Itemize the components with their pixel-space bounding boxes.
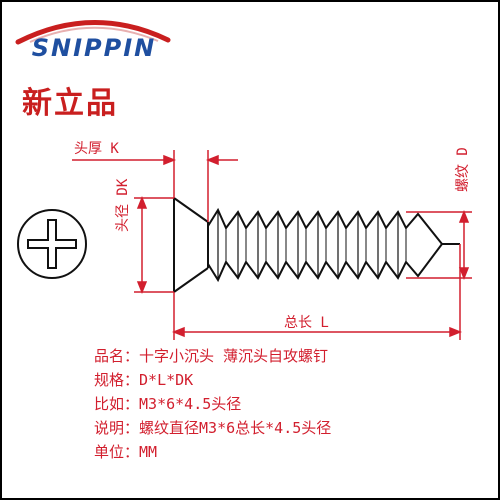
logo-swoosh-icon (15, 20, 171, 45)
spec-value: 十字小沉头 薄沉头自攻螺钉 (139, 347, 329, 365)
spec-label: 比如： (94, 395, 140, 413)
head-thickness-label: 头厚 K (74, 141, 119, 157)
head-diameter-label: 头径 DK (115, 178, 131, 232)
spec-row-example: 比如：M3*6*4.5头径 (94, 392, 494, 416)
brand-name: SNIPPIN (31, 34, 157, 62)
screw-side-view (173, 197, 460, 293)
total-length-label: 总长 L (284, 315, 329, 331)
spec-value: 螺纹直径M3*6总长*4.5头径 (139, 419, 332, 437)
screw-technical-drawing (17, 150, 472, 340)
spec-value: MM (139, 443, 158, 461)
brand-chinese-name: 新立品 (22, 86, 118, 121)
spec-value: M3*6*4.5头径 (139, 395, 242, 413)
spec-label: 规格： (94, 371, 140, 389)
spec-row-product: 品名：十字小沉头 薄沉头自攻螺钉 (94, 344, 494, 368)
spec-label: 单位： (94, 443, 140, 461)
brand-logo: SNIPPIN 新立品 (8, 10, 178, 121)
spec-row-explanation: 说明：螺纹直径M3*6总长*4.5头径 (94, 416, 494, 440)
spec-row-unit: 单位：MM (94, 440, 494, 464)
spec-row-format: 规格：D*L*DK (94, 368, 494, 392)
dimension-lines (72, 150, 472, 340)
phillips-cross-icon (17, 209, 87, 279)
spec-label: 说明： (94, 419, 140, 437)
spec-list: 品名：十字小沉头 薄沉头自攻螺钉 规格：D*L*DK 比如：M3*6*4.5头径… (94, 344, 494, 464)
thread-diameter-label: 螺纹 D (455, 147, 471, 192)
spec-value: D*L*DK (139, 371, 194, 389)
spec-label: 品名： (94, 347, 140, 365)
